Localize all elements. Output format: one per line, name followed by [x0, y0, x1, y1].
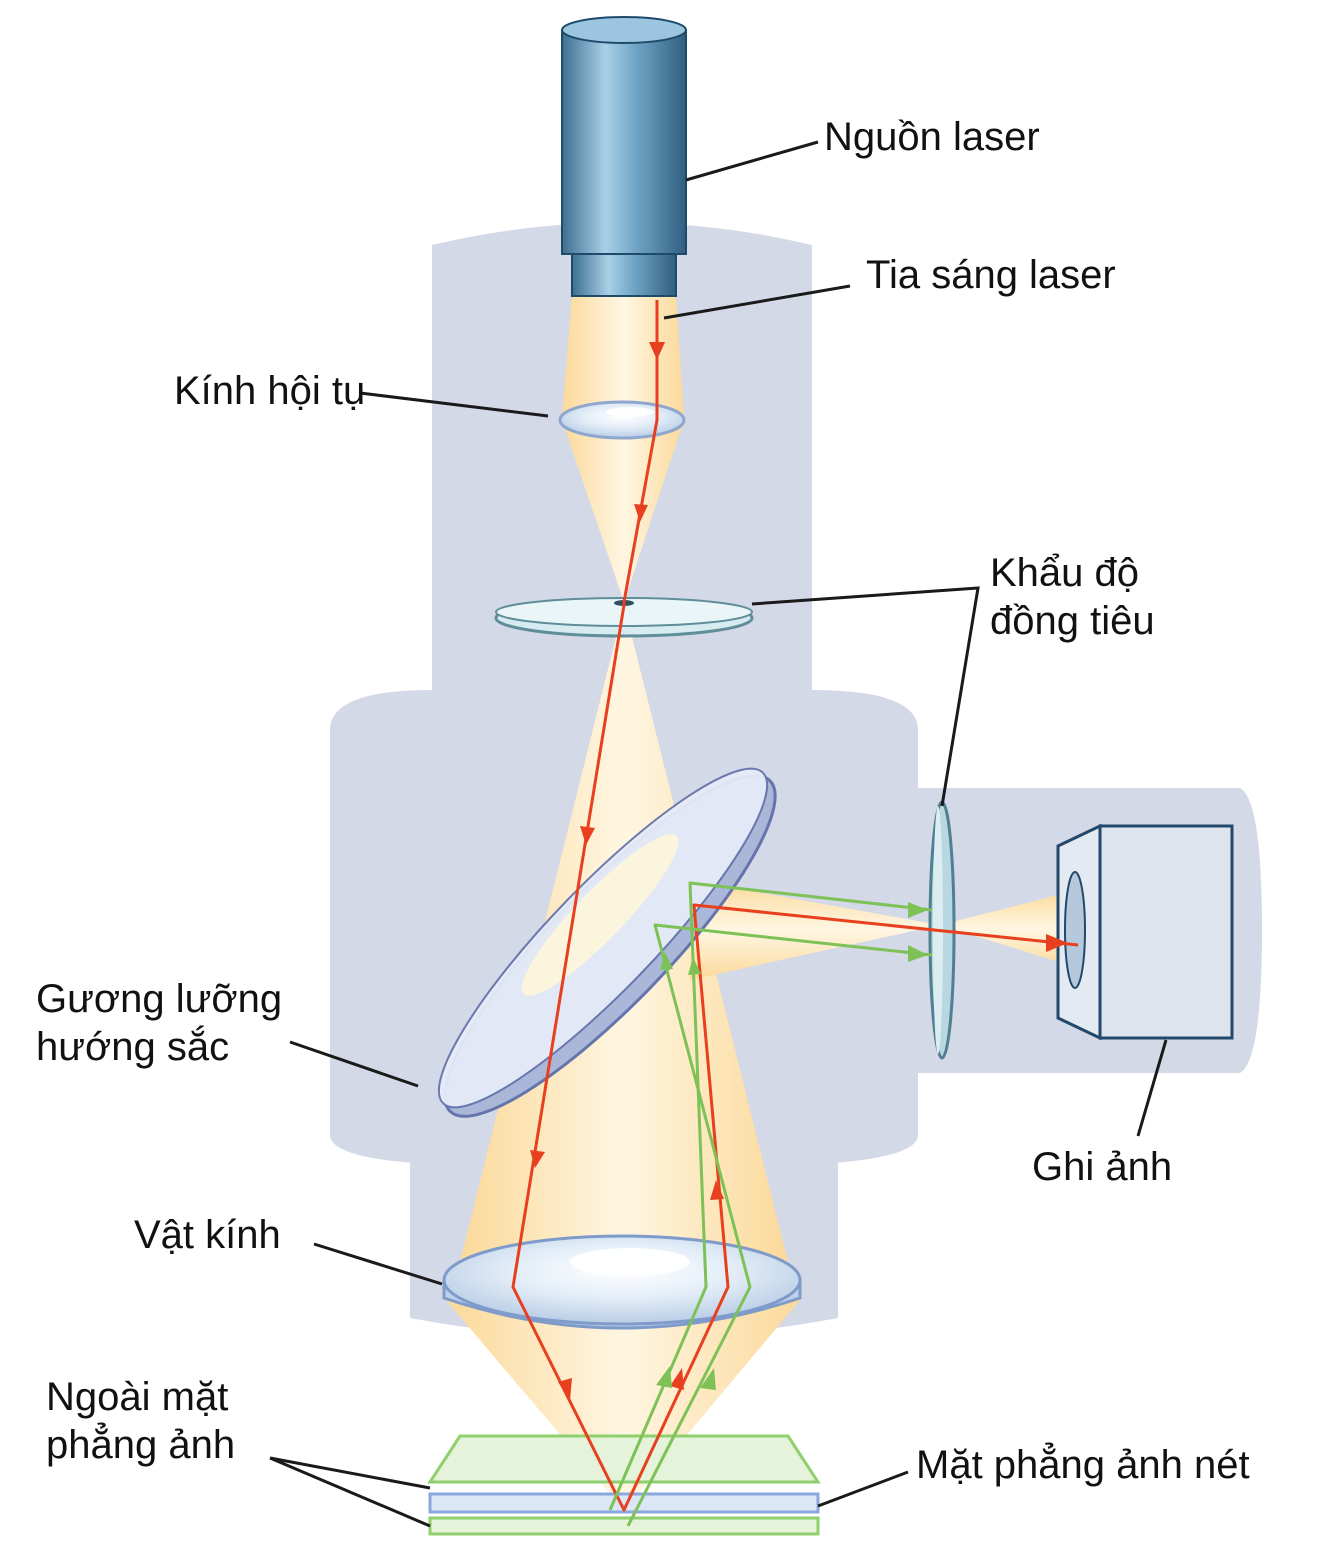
beam-to-aperture — [562, 420, 684, 602]
label-laser-source: Nguồn laser — [824, 115, 1040, 159]
detector — [1056, 823, 1234, 1041]
leader-condenser — [359, 391, 549, 418]
red-arrow-6 — [670, 1368, 684, 1390]
laser-body — [561, 29, 687, 255]
green-arrow-4 — [688, 957, 701, 975]
red-arrow-1 — [649, 342, 665, 360]
beam-above-condenser — [562, 295, 684, 418]
label-dichroic-mirror-1: Gương lưỡng — [36, 977, 282, 1021]
emission-beam-to-detector — [940, 890, 1078, 968]
red-arrow-4 — [530, 1150, 545, 1168]
condenser-lens — [558, 400, 686, 440]
label-laser-beam: Tia sáng laser — [866, 253, 1116, 297]
label-condenser-lens: Kính hội tụ — [174, 369, 365, 413]
green-arrow-5 — [908, 902, 928, 918]
off-plane-upper — [427, 1434, 821, 1484]
label-objective-lens: Vật kính — [134, 1213, 281, 1257]
red-arrow-8 — [1046, 934, 1068, 952]
leader-laser-source — [685, 140, 819, 182]
leader-out-of-focus-b — [269, 1456, 431, 1528]
focal-plane — [428, 1492, 820, 1514]
leader-out-of-focus-a — [269, 1456, 431, 1490]
label-focal-plane: Mặt phẳng ảnh nét — [916, 1441, 1250, 1487]
leader-laser-beam — [663, 284, 851, 320]
excitation-ray — [511, 300, 1079, 1512]
laser-nozzle — [571, 253, 677, 297]
leader-focal-plane — [817, 1470, 909, 1508]
laser-top-cap — [561, 16, 687, 44]
emission-rays — [608, 881, 933, 1527]
beam-to-specimen — [446, 1300, 800, 1510]
leader-lines — [269, 140, 1168, 1528]
label-confocal-aperture-1: Khẩu độ — [990, 551, 1139, 595]
laser-source — [561, 16, 687, 297]
leader-confocal-aperture — [751, 586, 980, 807]
red-arrow-3 — [580, 826, 595, 845]
off-plane-lower — [428, 1516, 820, 1536]
leader-objective — [313, 1242, 443, 1286]
label-out-of-focus-1: Ngoài mặt — [46, 1375, 228, 1419]
red-arrow-2 — [634, 504, 648, 522]
objective-lens — [442, 1234, 802, 1330]
label-dichroic-mirror-2: hướng sắc — [36, 1024, 229, 1069]
emission-beam-to-pinhole — [690, 880, 940, 980]
label-detector: Ghi ảnh — [1032, 1145, 1172, 1189]
red-arrow-5 — [558, 1378, 572, 1400]
leader-detector — [1136, 1039, 1168, 1137]
detector-window — [1064, 871, 1086, 989]
labels: Nguồn laser Tia sáng laser Kính hội tụ K… — [36, 115, 1250, 1487]
red-arrow-7 — [710, 1180, 724, 1200]
leader-dichroic — [289, 1040, 419, 1088]
label-confocal-aperture-2: đồng tiêu — [990, 599, 1155, 643]
label-out-of-focus-2: phẳng ảnh — [46, 1421, 235, 1467]
green-arrow-3 — [660, 952, 673, 970]
green-arrow-1 — [656, 1366, 672, 1388]
green-arrow-2 — [700, 1368, 716, 1390]
dichroic-mirror — [437, 767, 777, 1118]
green-arrow-6 — [908, 945, 928, 962]
